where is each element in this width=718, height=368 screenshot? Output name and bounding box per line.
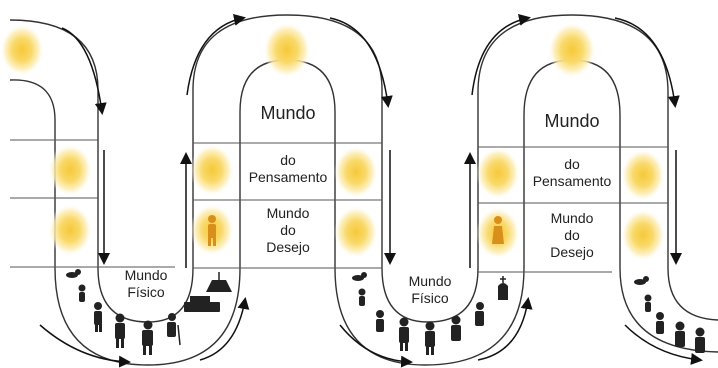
label-mundo-fisico-2: Mundo Físico bbox=[408, 273, 452, 306]
sun-glow-icon bbox=[0, 24, 44, 76]
sun-glow-icon bbox=[621, 209, 665, 261]
label-do-pensamento-2: do Pensamento bbox=[532, 156, 612, 189]
child-figure-icon bbox=[656, 312, 664, 334]
arrow-icon bbox=[624, 324, 703, 365]
life-figures-2 bbox=[352, 272, 508, 355]
tombstone-icon bbox=[498, 276, 508, 300]
life-figures-3 bbox=[634, 276, 705, 353]
adult-figure-icon bbox=[399, 317, 409, 351]
sun-glow-icon bbox=[334, 206, 378, 258]
world-dividers bbox=[10, 139, 668, 273]
arrow-icon bbox=[61, 27, 107, 115]
elder-figure-icon bbox=[475, 302, 484, 326]
child-figure-icon bbox=[358, 288, 366, 306]
baby-icon bbox=[352, 272, 367, 281]
child-figure-icon bbox=[376, 310, 384, 332]
spirit-figures bbox=[208, 215, 504, 246]
elder-figure-icon bbox=[167, 313, 181, 346]
flow-arrows bbox=[39, 13, 703, 368]
arrow-icon bbox=[186, 14, 246, 96]
adult-figure-icon bbox=[695, 327, 705, 353]
life-figures-1 bbox=[66, 269, 232, 355]
child-figure-icon bbox=[644, 294, 652, 312]
arrow-icon bbox=[614, 17, 680, 108]
baby-icon bbox=[66, 269, 81, 278]
child-figure-icon bbox=[94, 302, 102, 332]
sun-glow-icon bbox=[621, 149, 665, 201]
arrow-icon bbox=[39, 324, 131, 368]
arrow-icon bbox=[329, 17, 393, 108]
sun-glow-icon bbox=[48, 204, 92, 256]
label-mundo-1: Mundo bbox=[260, 103, 316, 123]
sun-glow-icon bbox=[48, 144, 92, 196]
sun-glow-icon bbox=[263, 22, 311, 78]
adult-figure-icon bbox=[451, 315, 461, 341]
label-mundo-do-desejo-1: Mundo do Desejo bbox=[266, 205, 310, 255]
sun-glow-icon bbox=[190, 144, 234, 196]
coffin-icon bbox=[184, 296, 220, 312]
sun-glow-icon bbox=[548, 22, 596, 78]
adult-figure-icon bbox=[115, 313, 125, 348]
child-figure-icon bbox=[78, 284, 86, 302]
sun-glow-icon bbox=[476, 147, 520, 199]
label-do-pensamento-1: do Pensamento bbox=[248, 152, 328, 185]
arrow-icon bbox=[199, 297, 250, 361]
label-mundo-do-desejo-2: Mundo do Desejo bbox=[550, 210, 594, 260]
arrow-icon bbox=[471, 13, 531, 96]
spirit-figure-icon bbox=[208, 215, 216, 246]
arrow-icon bbox=[339, 324, 413, 368]
adult-figure-icon bbox=[425, 321, 435, 355]
adult-figure-icon bbox=[675, 321, 685, 347]
adult-figure-icon bbox=[142, 320, 153, 355]
tombstone-icon bbox=[206, 272, 232, 292]
label-mundo-fisico-1: Mundo Físico bbox=[124, 267, 168, 300]
label-mundo-2: Mundo bbox=[544, 111, 600, 131]
baby-icon bbox=[634, 276, 649, 285]
spirit-figure-icon bbox=[492, 216, 504, 244]
arrow-icon bbox=[477, 297, 533, 361]
sun-glow-icon bbox=[334, 146, 378, 198]
